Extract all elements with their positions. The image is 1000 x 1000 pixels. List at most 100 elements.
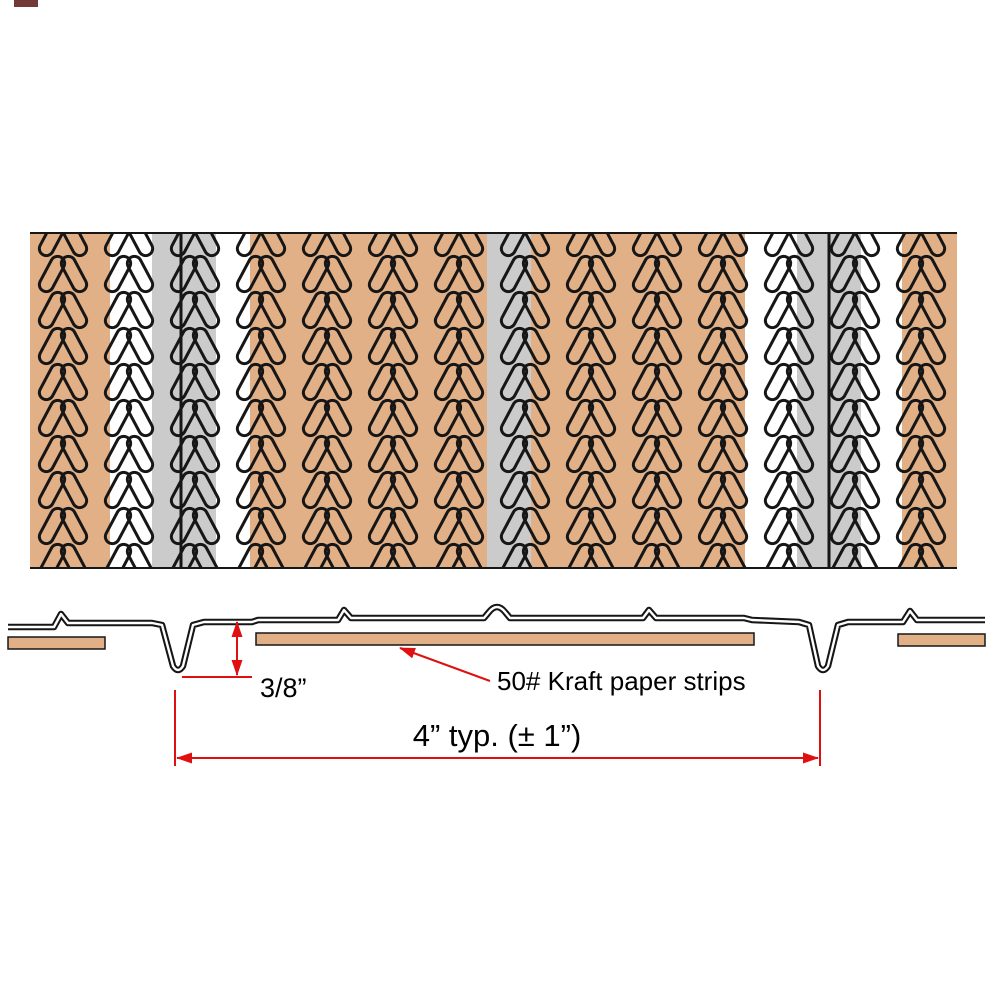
mesh-leaf [433, 362, 463, 402]
mesh-leaf [631, 542, 661, 568]
mesh-leaf [433, 290, 463, 330]
mesh-leaf [829, 326, 859, 366]
mesh-leaf [257, 254, 287, 294]
mesh-leaf [697, 326, 727, 366]
mesh-leaf [851, 254, 881, 294]
mesh-leaf [125, 506, 155, 546]
paper-leader-arrow [399, 647, 491, 682]
mesh-leaf [829, 398, 859, 438]
mesh-leaf [235, 470, 265, 510]
mesh-leaf [785, 398, 815, 438]
mesh-leaf [191, 398, 221, 438]
kraft-paper-strip-section [255, 632, 755, 646]
mesh-leaf [191, 470, 221, 510]
mesh-leaf [565, 434, 595, 474]
mesh-leaf [851, 542, 881, 568]
mesh-leaf [829, 290, 859, 330]
mesh-leaf [367, 542, 397, 568]
mesh-leaf [653, 254, 683, 294]
mesh-leaf [565, 542, 595, 568]
mesh-leaf [829, 542, 859, 568]
mesh-leaf [785, 326, 815, 366]
mesh-leaf [323, 326, 353, 366]
lath-section-view [7, 603, 986, 674]
mesh-leaf [521, 398, 551, 438]
mesh-leaf [631, 233, 661, 258]
mesh-leaf [917, 233, 947, 258]
mesh-leaf [631, 326, 661, 366]
mesh-leaf [235, 290, 265, 330]
mesh-leaf [367, 326, 397, 366]
mesh-leaf [301, 290, 331, 330]
mesh-leaf [191, 542, 221, 568]
mesh-leaf [785, 434, 815, 474]
mesh-leaf [169, 398, 199, 438]
mesh-leaf [697, 506, 727, 546]
mesh-leaf [125, 362, 155, 402]
mesh-leaf [301, 398, 331, 438]
mesh-leaf [103, 290, 133, 330]
mesh-leaf [565, 362, 595, 402]
mesh-leaf [191, 254, 221, 294]
mesh-leaf [587, 362, 617, 402]
mesh-leaf [257, 470, 287, 510]
mesh-leaf [191, 506, 221, 546]
mesh-leaf [763, 470, 793, 510]
mesh-leaf [631, 434, 661, 474]
mesh-leaf [323, 506, 353, 546]
mesh-leaf [653, 398, 683, 438]
spacing-dimension: 4” typ. (± 1”) [174, 690, 821, 766]
kraft-paper-strip-section [897, 633, 986, 647]
mesh-leaf [235, 326, 265, 366]
mesh-leaf [697, 434, 727, 474]
mesh-leaf [851, 233, 881, 258]
mesh-leaf [499, 290, 529, 330]
lath-plan-view [30, 232, 957, 569]
mesh-leaf [59, 470, 89, 510]
mesh-leaf [257, 233, 287, 258]
mesh-leaf [763, 362, 793, 402]
mesh-leaf [455, 290, 485, 330]
mesh-leaf [455, 434, 485, 474]
mesh-leaf [103, 254, 133, 294]
mesh-leaf [103, 434, 133, 474]
mesh-leaf [103, 506, 133, 546]
mesh-leaf [653, 326, 683, 366]
mesh-leaf [785, 542, 815, 568]
furring-groove-band [152, 233, 216, 568]
mesh-leaf [191, 434, 221, 474]
mesh-leaf [719, 470, 749, 510]
mesh-leaf [763, 506, 793, 546]
mesh-leaf [895, 434, 925, 474]
mesh-leaf [631, 290, 661, 330]
mesh-leaf [59, 254, 89, 294]
mesh-leaf [323, 470, 353, 510]
paper-leader-label: 50# Kraft paper strips [497, 666, 746, 696]
mesh-leaf [125, 470, 155, 510]
mesh-leaf [719, 434, 749, 474]
mesh-leaf [37, 434, 67, 474]
mesh-leaf [829, 362, 859, 402]
mesh-leaf [719, 362, 749, 402]
mesh-leaf [565, 470, 595, 510]
mesh-leaf [565, 254, 595, 294]
mesh-leaf [653, 434, 683, 474]
mesh-leaf [763, 434, 793, 474]
mesh-leaf [301, 362, 331, 402]
mesh-leaf [433, 506, 463, 546]
mesh-leaf [697, 362, 727, 402]
mesh-leaf [389, 434, 419, 474]
mesh-leaf [323, 434, 353, 474]
mesh-leaf [917, 254, 947, 294]
mesh-leaf [37, 290, 67, 330]
mesh-leaf [697, 254, 727, 294]
mesh-leaf [59, 542, 89, 568]
mesh-leaf [389, 362, 419, 402]
mesh-leaf [59, 434, 89, 474]
mesh-leaf [169, 254, 199, 294]
mesh-leaf [301, 434, 331, 474]
mesh-leaf [125, 254, 155, 294]
mesh-leaf [103, 233, 133, 258]
mesh-leaf [697, 290, 727, 330]
